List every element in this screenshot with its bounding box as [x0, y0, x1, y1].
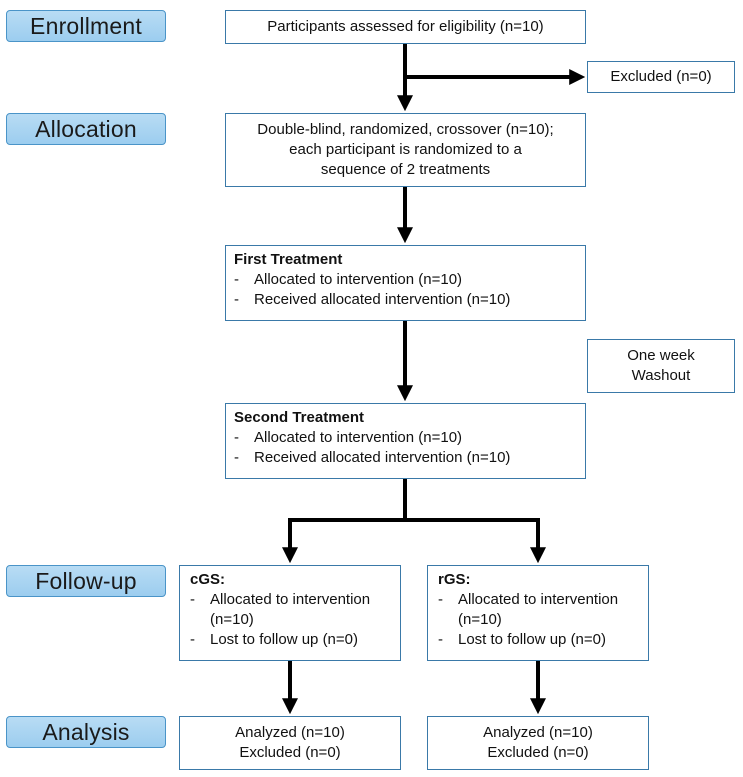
list-item-text: Allocated to intervention (n=10) [210, 591, 371, 628]
stage-follow-up: Follow-up [6, 565, 166, 597]
list-item: - Allocated to intervention (n=10) [190, 590, 390, 630]
list-bullet: - [234, 271, 239, 288]
rgs-analysis-box: Analyzed (n=10) Excluded (n=0) [427, 716, 649, 770]
list-bullet: - [234, 291, 239, 308]
list-item-text: Allocated to intervention (n=10) [254, 429, 463, 446]
enrollment-text: Participants assessed for eligibility (n… [267, 18, 544, 35]
second-treatment-box: Second Treatment - Allocated to interven… [225, 403, 586, 479]
stage-allocation: Allocation [6, 113, 166, 145]
cgs-analysis-box: Analyzed (n=10) Excluded (n=0) [179, 716, 401, 770]
analysis-line: Excluded (n=0) [239, 744, 341, 761]
list-bullet: - [438, 591, 443, 608]
second-treatment-title: Second Treatment [234, 409, 365, 426]
excluded-box: Excluded (n=0) [587, 61, 735, 93]
list-item: - Received allocated intervention (n=10) [234, 290, 577, 310]
enrollment-box: Participants assessed for eligibility (n… [225, 10, 586, 44]
stage-allocation-label: Allocation [35, 115, 137, 142]
stage-follow-up-label: Follow-up [35, 567, 137, 594]
analysis-line: Excluded (n=0) [487, 744, 589, 761]
list-item: - Allocated to intervention (n=10) [234, 428, 577, 448]
list-bullet: - [438, 631, 443, 648]
list-bullet: - [234, 429, 239, 446]
list-item-text: Allocated to intervention (n=10) [458, 591, 619, 628]
excluded-text: Excluded (n=0) [610, 68, 712, 85]
stage-analysis: Analysis [6, 716, 166, 748]
stage-analysis-label: Analysis [42, 718, 130, 745]
allocation-line: Double-blind, randomized, crossover (n=1… [257, 121, 554, 138]
list-item: - Allocated to intervention (n=10) [438, 590, 638, 630]
analysis-line: Analyzed (n=10) [483, 724, 593, 741]
rgs-box: rGS: - Allocated to intervention (n=10) … [427, 565, 649, 661]
list-item-text: Lost to follow up (n=0) [458, 631, 607, 648]
stage-enrollment: Enrollment [6, 10, 166, 42]
list-item-text: Allocated to intervention (n=10) [254, 271, 463, 288]
list-item: - Allocated to intervention (n=10) [234, 270, 577, 290]
rgs-title: rGS: [438, 571, 471, 588]
list-item: - Lost to follow up (n=0) [190, 630, 390, 650]
allocation-line: sequence of 2 treatments [320, 161, 491, 178]
washout-line: Washout [631, 367, 691, 384]
list-item: - Lost to follow up (n=0) [438, 630, 638, 650]
list-bullet: - [190, 631, 195, 648]
list-item: - Received allocated intervention (n=10) [234, 448, 577, 468]
washout-box: One week Washout [587, 339, 735, 393]
analysis-line: Analyzed (n=10) [235, 724, 345, 741]
list-bullet: - [190, 591, 195, 608]
list-item-text: Received allocated intervention (n=10) [254, 291, 511, 308]
washout-line: One week [627, 347, 695, 364]
list-item-text: Lost to follow up (n=0) [210, 631, 359, 648]
stage-enrollment-label: Enrollment [30, 12, 142, 39]
cgs-title: cGS: [190, 571, 226, 588]
first-treatment-title: First Treatment [234, 251, 343, 268]
first-treatment-box: First Treatment - Allocated to intervent… [225, 245, 586, 321]
list-bullet: - [234, 449, 239, 466]
allocation-box: Double-blind, randomized, crossover (n=1… [225, 113, 586, 187]
cgs-box: cGS: - Allocated to intervention (n=10) … [179, 565, 401, 661]
allocation-line: each participant is randomized to a [289, 141, 522, 158]
list-item-text: Received allocated intervention (n=10) [254, 449, 511, 466]
